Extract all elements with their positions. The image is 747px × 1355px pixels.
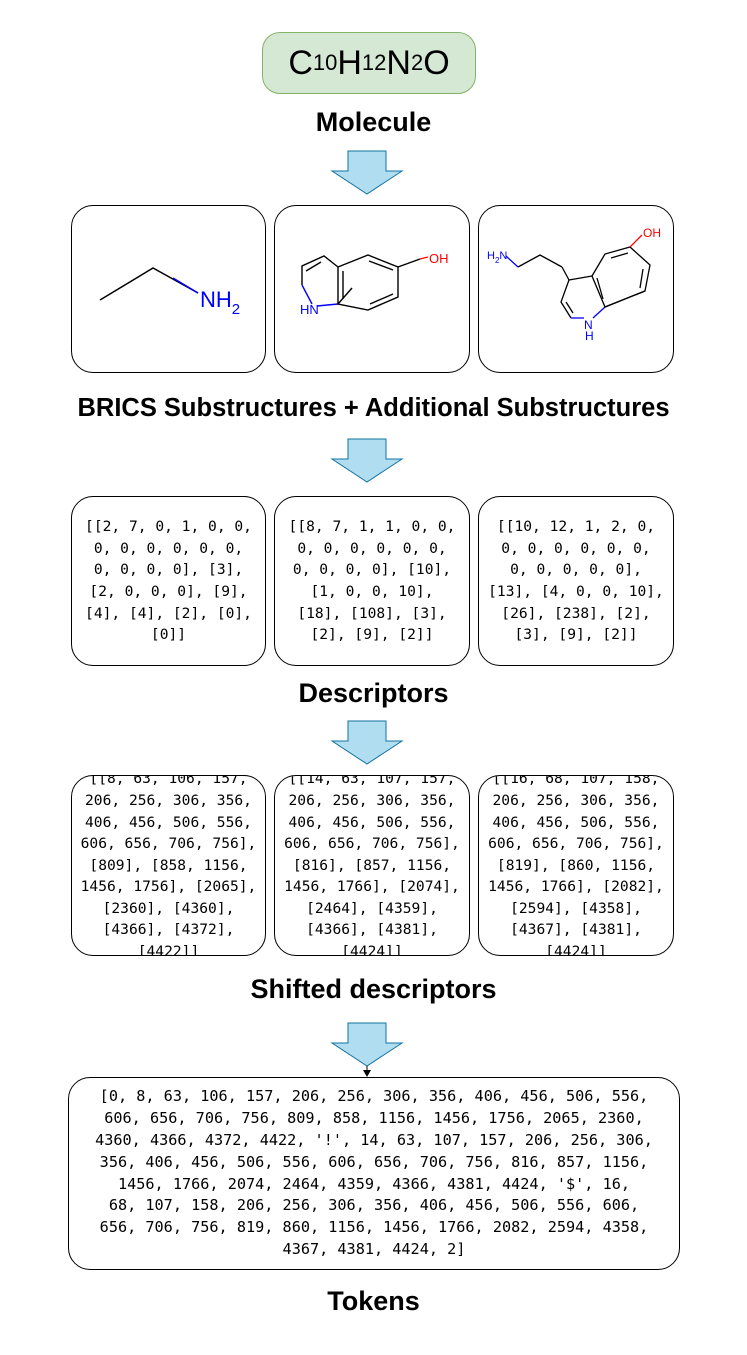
formula-h: H xyxy=(337,43,362,82)
substructure-ethylamine: NH2 xyxy=(71,205,266,373)
down-arrow-icon xyxy=(330,720,404,765)
formula-c: C xyxy=(288,43,313,82)
serotonin-structure: H2N OH N H xyxy=(487,226,661,343)
substructure-serotonin: H2N OH N H xyxy=(478,205,674,373)
nh-label: HN xyxy=(300,302,319,317)
descriptor-text: [[8, 7, 1, 1, 0, 0, 0, 0, 0, 0, 0, 0, 0,… xyxy=(288,518,456,644)
shifted-text: [[16, 68, 107, 158, 206, 256, 306, 356, … xyxy=(488,775,664,956)
shifted-box-2: [[14, 63, 107, 157, 206, 256, 306, 356, … xyxy=(274,775,470,956)
tokens-box: [0, 8, 63, 106, 157, 206, 256, 306, 356,… xyxy=(68,1077,680,1270)
substructures-label: BRICS Substructures + Additional Substru… xyxy=(77,394,670,422)
descriptor-text: [[2, 7, 0, 1, 0, 0, 0, 0, 0, 0, 0, 0, 0,… xyxy=(85,518,252,644)
shifted-text: [[8, 63, 106, 157, 206, 256, 306, 356, 4… xyxy=(80,775,257,956)
ring-h-label: H xyxy=(585,329,594,343)
tokens-text: [0, 8, 63, 106, 157, 206, 256, 306, 356,… xyxy=(95,1087,653,1258)
formula-o: O xyxy=(423,43,450,82)
shifted-text: [[14, 63, 107, 157, 206, 256, 306, 356, … xyxy=(284,775,460,956)
shifted-box-1: [[8, 63, 106, 157, 206, 256, 306, 356, 4… xyxy=(71,775,266,956)
ring-n-label: N xyxy=(584,318,593,332)
shifted-box-3: [[16, 68, 107, 158, 206, 256, 306, 356, … xyxy=(478,775,674,956)
amine-label: H2N xyxy=(487,250,507,265)
hydroxyindole-structure: HN OH xyxy=(300,251,449,317)
molecule-label: Molecule xyxy=(315,107,432,137)
down-arrow-icon xyxy=(330,150,404,195)
descriptor-box-2: [[8, 7, 1, 1, 0, 0, 0, 0, 0, 0, 0, 0, 0,… xyxy=(274,496,470,666)
shifted-descriptors-label: Shifted descriptors xyxy=(250,974,497,1004)
descriptors-label: Descriptors xyxy=(298,678,449,708)
tokens-label: Tokens xyxy=(327,1286,420,1316)
formula-n: N xyxy=(386,43,411,82)
descriptor-box-3: [[10, 12, 1, 2, 0, 0, 0, 0, 0, 0, 0, 0, … xyxy=(478,496,674,666)
hydroxyl-label: OH xyxy=(643,226,661,240)
descriptor-box-1: [[2, 7, 0, 1, 0, 0, 0, 0, 0, 0, 0, 0, 0,… xyxy=(71,496,266,666)
down-arrow-icon xyxy=(330,1022,404,1077)
descriptor-text: [[10, 12, 1, 2, 0, 0, 0, 0, 0, 0, 0, 0, … xyxy=(488,518,664,644)
down-arrow-icon xyxy=(330,438,404,483)
ethylamine-structure: NH2 xyxy=(99,266,240,318)
substructure-hydroxyindole: HN OH xyxy=(274,205,470,373)
amine-label: NH2 xyxy=(200,287,240,318)
hydroxyl-label: OH xyxy=(429,251,449,266)
